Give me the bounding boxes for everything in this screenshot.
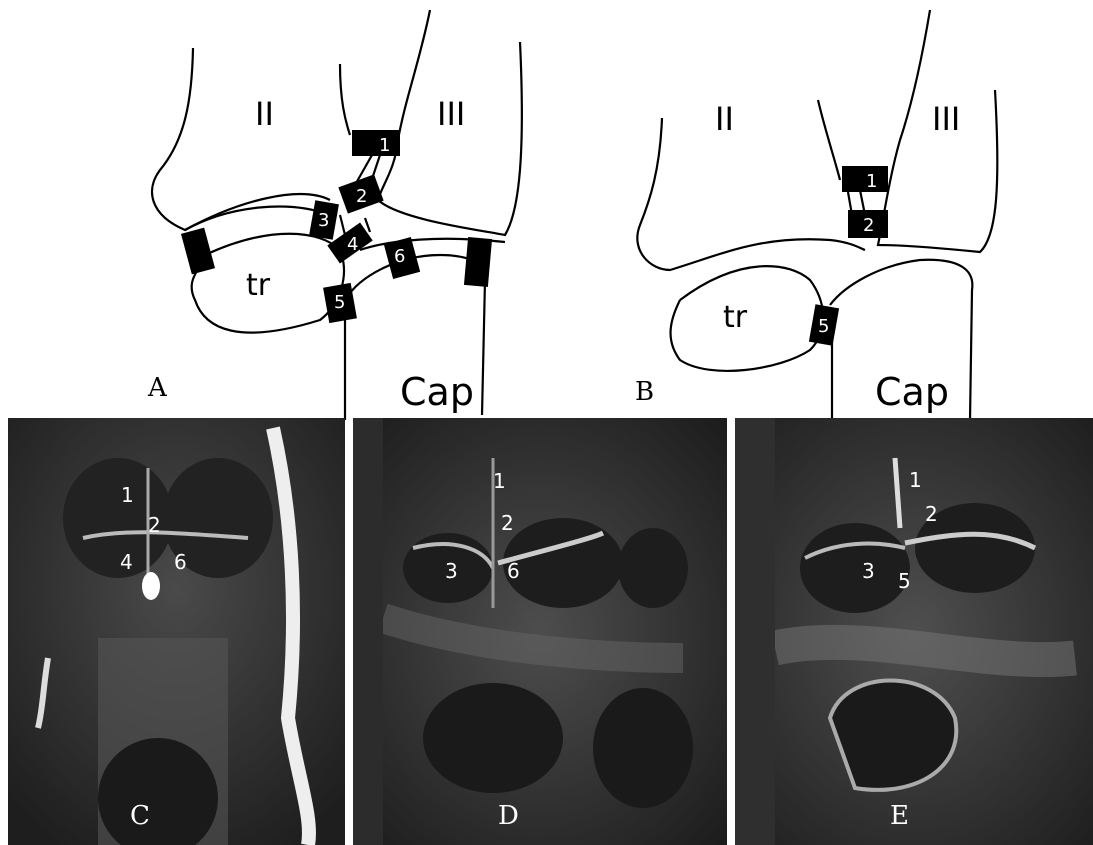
diagram-a: 1 2 3 4 5 6 II III tr Cap A (0, 0, 560, 420)
lig-a-2: 2 (356, 186, 367, 207)
capitate-label-a: Cap (400, 370, 474, 414)
lig-a-3: 3 (318, 210, 329, 231)
mri-e-label-1: 1 (909, 470, 922, 490)
mri-c-label-1: 1 (121, 485, 134, 505)
panel-letter-a: A (147, 373, 168, 403)
mri-c-label-4: 4 (120, 552, 133, 572)
mri-c-label-2: 2 (148, 515, 161, 535)
mri-d-texture (353, 418, 727, 845)
bone-iii-label-b: III (932, 100, 960, 138)
lig-b-2: 2 (863, 215, 874, 236)
trapezoid-label-a: tr (246, 268, 271, 303)
capitate-label-b: Cap (875, 370, 949, 414)
mri-d-label-2: 2 (501, 513, 514, 533)
mri-e-label-5: 5 (898, 571, 911, 591)
mri-d-label-1: 1 (493, 471, 506, 491)
mri-e-label-2: 2 (925, 504, 938, 524)
panel-letter-d: D (498, 803, 519, 829)
lig-a-6: 6 (394, 246, 405, 267)
bone-ii-label-a: II (255, 95, 274, 133)
bone-ii-label-b: II (715, 100, 734, 138)
panel-letter-c: C (130, 803, 150, 829)
bone-iii-label-a: III (437, 95, 465, 133)
mri-d-label-6: 6 (507, 561, 520, 581)
panel-letter-e: E (890, 803, 909, 829)
lig-b-5: 5 (818, 316, 829, 337)
mri-c-label-6: 6 (174, 552, 187, 572)
mri-image-e: 1 2 3 5 E (735, 418, 1093, 845)
mri-image-d: 1 2 3 6 D (353, 418, 727, 845)
lig-a-4: 4 (347, 234, 358, 255)
trapezoid-label-b: tr (723, 300, 748, 335)
mri-image-c: 1 2 4 6 C (8, 418, 345, 845)
mri-e-label-3: 3 (862, 561, 875, 581)
lig-a-5: 5 (334, 292, 345, 313)
mri-c-texture (8, 418, 345, 845)
lig-b-1: 1 (866, 171, 877, 192)
mri-d-label-3: 3 (445, 561, 458, 581)
diagram-b: 1 2 5 II III tr Cap B (620, 0, 1080, 420)
lig-a-1: 1 (379, 135, 390, 156)
panel-letter-b: B (635, 377, 654, 407)
